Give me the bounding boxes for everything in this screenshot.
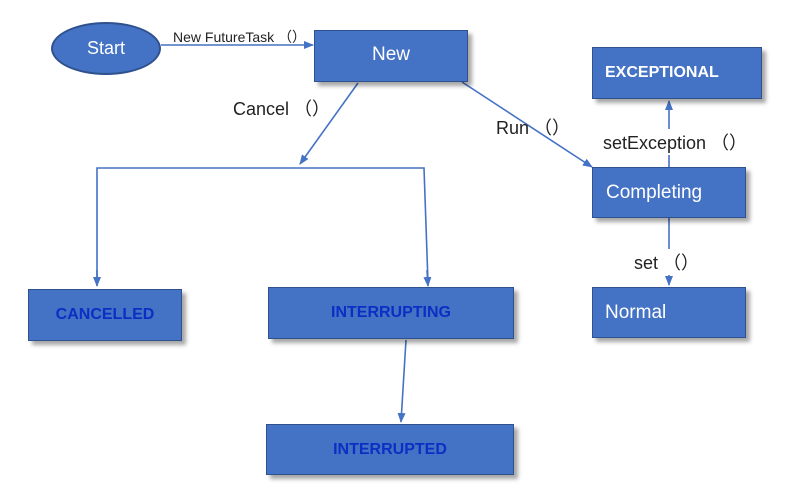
node-new-label: New	[371, 44, 410, 65]
node-normal: Normal	[592, 287, 746, 338]
edge-label-cancel: Cancel （）	[233, 95, 331, 121]
node-normal-label: Normal	[605, 301, 667, 323]
node-interrupted: INTERRUPTED	[266, 424, 514, 475]
edge-label-run: Run （）	[496, 118, 571, 138]
edge-new-cancel	[299, 82, 359, 165]
node-exceptional: EXCEPTIONAL	[592, 47, 762, 99]
node-interrupted-label: INTERRUPTED	[333, 440, 447, 458]
node-cancelled: CANCELLED	[28, 289, 182, 341]
edge-interrupting-interrupted	[397, 339, 407, 423]
node-completing-label: Completing	[606, 181, 703, 203]
node-start: Start	[51, 22, 161, 75]
edge-branch-bar	[96, 167, 429, 284]
edge-new-completing	[461, 81, 593, 168]
node-interrupting: INTERRUPTING	[268, 287, 514, 339]
edge-label-set-exception: setException （）	[603, 129, 748, 155]
edge-to-interrupting	[423, 269, 432, 287]
node-interrupting-label: INTERRUPTING	[331, 304, 451, 321]
node-start-label: Start	[86, 38, 125, 58]
node-cancelled-label: CANCELLED	[55, 306, 155, 323]
node-new: New	[314, 30, 468, 82]
node-exceptional-label: EXCEPTIONAL	[605, 64, 719, 81]
node-completing: Completing	[592, 167, 746, 218]
edge-label-set: set （）	[634, 249, 700, 275]
edge-label-new-future-task: New FutureTask （）	[173, 29, 307, 45]
